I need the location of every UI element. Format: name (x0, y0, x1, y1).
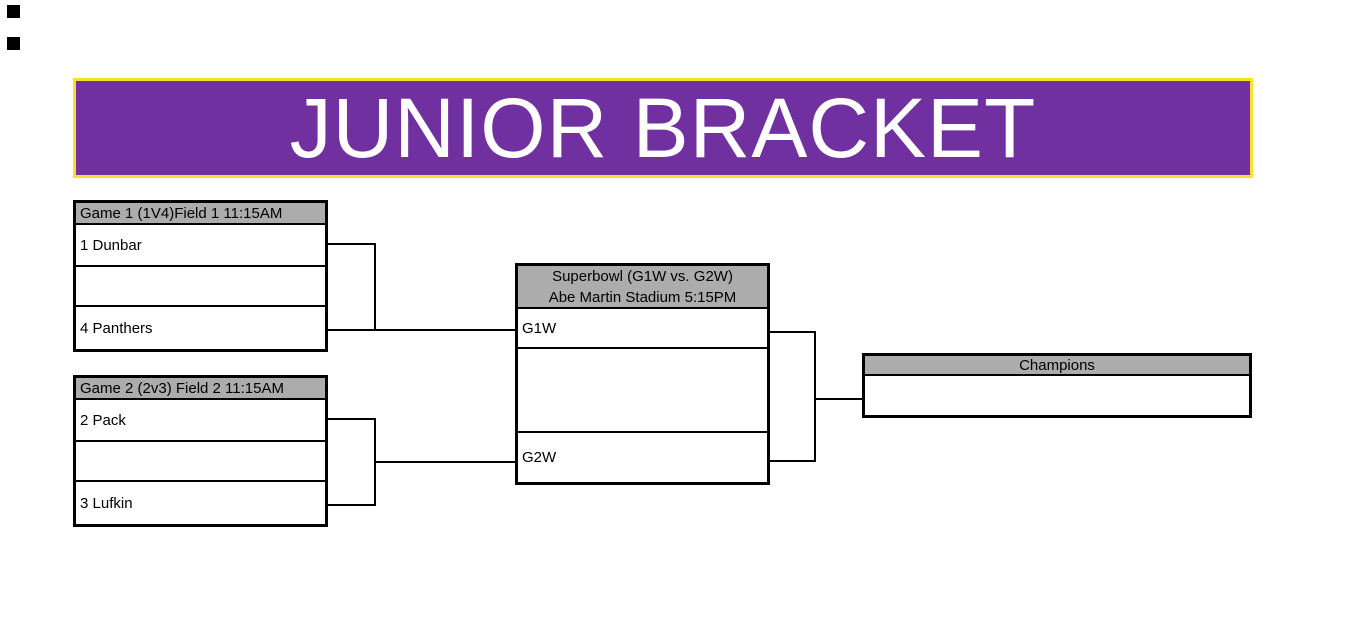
game1-header: Game 1 (1V4)Field 1 11:15AM (76, 203, 325, 225)
connector-g2-to-final (374, 461, 515, 463)
connector-g2-top (326, 418, 376, 420)
final-header-line2: Abe Martin Stadium 5:15PM (548, 288, 737, 306)
connector-g1-vertical (374, 243, 376, 331)
game1-empty-row (76, 267, 325, 307)
connector-g2-bottom (326, 504, 376, 506)
champions-header: Champions (865, 356, 1249, 376)
game2-team-top: 2 Pack (76, 400, 325, 442)
title-banner: JUNIOR BRACKET (73, 78, 1253, 178)
final-slot-g2w: G2W (518, 433, 767, 482)
game1-team-bottom: 4 Panthers (76, 307, 325, 349)
champions-box: Champions (862, 353, 1252, 418)
game2-header: Game 2 (2v3) Field 2 11:15AM (76, 378, 325, 400)
champions-slot (865, 376, 1249, 415)
corner-square-mark (7, 37, 20, 50)
game1-team-top: 1 Dunbar (76, 225, 325, 267)
final-header: Superbowl (G1W vs. G2W) Abe Martin Stadi… (518, 266, 767, 309)
connector-final-to-champions (814, 398, 862, 400)
game2-empty-row (76, 442, 325, 482)
connector-final-vertical (814, 331, 816, 462)
corner-square-mark (7, 5, 20, 18)
game2-box: Game 2 (2v3) Field 2 11:15AM 2 Pack 3 Lu… (73, 375, 328, 527)
page-title: JUNIOR BRACKET (289, 81, 1037, 175)
final-empty-row (518, 349, 767, 433)
connector-final-bottom (768, 460, 816, 462)
final-header-line1: Superbowl (G1W vs. G2W) (552, 267, 733, 285)
connector-g1-to-final (326, 329, 515, 331)
game1-box: Game 1 (1V4)Field 1 11:15AM 1 Dunbar 4 P… (73, 200, 328, 352)
final-box: Superbowl (G1W vs. G2W) Abe Martin Stadi… (515, 263, 770, 485)
game2-team-bottom: 3 Lufkin (76, 482, 325, 524)
connector-g1-top (326, 243, 376, 245)
connector-final-top (768, 331, 816, 333)
final-slot-g1w: G1W (518, 309, 767, 349)
